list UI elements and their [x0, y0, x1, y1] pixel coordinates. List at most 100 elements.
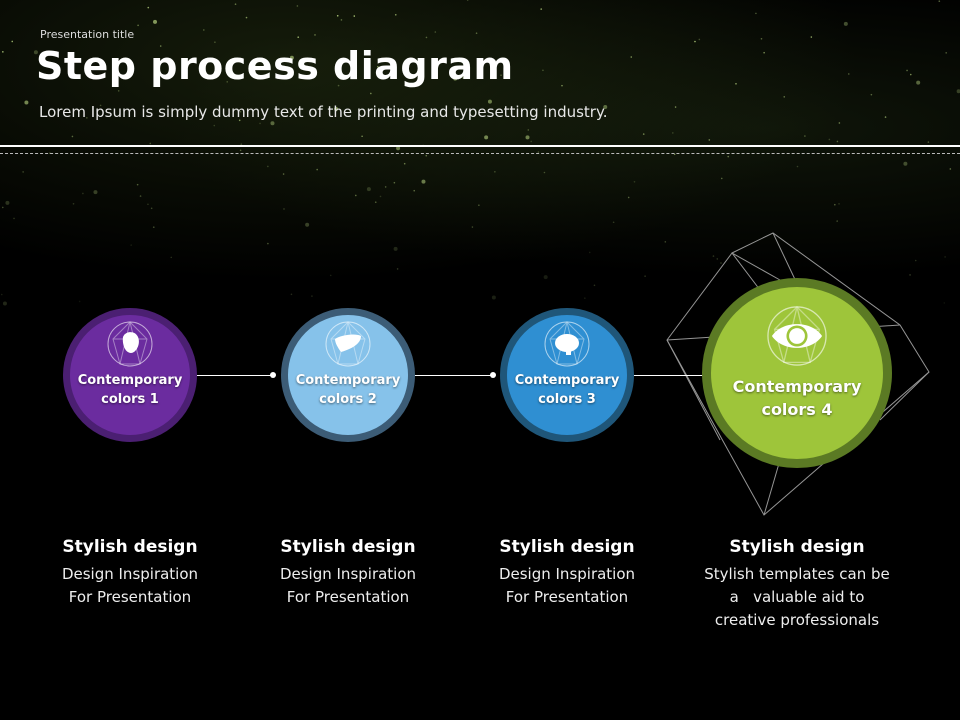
star — [2, 51, 4, 53]
step-description-4: Stylish design Stylish templates can be a… — [697, 535, 897, 632]
star — [836, 140, 839, 143]
star — [267, 242, 269, 245]
star — [716, 258, 719, 260]
star — [147, 203, 149, 206]
star — [159, 45, 162, 47]
star — [340, 19, 343, 21]
star — [149, 142, 152, 145]
star — [796, 165, 799, 168]
step-heading: Stylish design — [280, 537, 416, 557]
star — [720, 177, 723, 180]
step-text-line2: a valuable aid to — [729, 588, 865, 606]
star — [593, 284, 596, 287]
star — [674, 106, 677, 108]
star — [384, 186, 387, 188]
star — [870, 93, 873, 96]
star — [664, 241, 667, 243]
star — [239, 110, 242, 113]
presentation-title: Presentation title — [40, 28, 135, 41]
step-label-line2: colors 3 — [538, 392, 596, 407]
heart-icon — [107, 321, 153, 367]
star — [540, 8, 543, 10]
star — [139, 195, 142, 197]
star — [487, 99, 492, 104]
star — [33, 50, 38, 55]
step-label-line2: colors 4 — [761, 400, 833, 419]
star — [783, 96, 786, 98]
star — [712, 255, 715, 257]
star — [909, 73, 912, 76]
step-text-line2: For Presentation — [505, 588, 629, 606]
star — [396, 146, 401, 151]
star — [630, 56, 633, 58]
star — [153, 19, 158, 24]
step-label-line2: colors 1 — [101, 392, 159, 407]
star — [226, 81, 229, 83]
star — [956, 89, 960, 94]
step-text-line3: creative professionals — [714, 611, 880, 629]
star — [296, 5, 299, 7]
star — [238, 119, 241, 122]
star — [527, 129, 530, 131]
step-text-line1: Stylish templates can be — [704, 565, 890, 583]
star — [290, 293, 293, 296]
star — [282, 173, 285, 175]
liver-icon — [325, 321, 371, 367]
star — [152, 226, 155, 228]
star — [13, 217, 15, 220]
star — [170, 256, 173, 259]
star — [413, 189, 416, 192]
connector-3-4 — [633, 375, 706, 376]
star — [316, 168, 318, 171]
star — [708, 139, 711, 141]
star — [500, 74, 502, 77]
subtitle: Lorem Ipsum is simply dummy text of the … — [39, 103, 608, 121]
star — [698, 38, 701, 41]
star — [694, 40, 696, 43]
star — [329, 274, 332, 277]
star — [763, 51, 765, 54]
star — [425, 36, 428, 39]
star — [543, 171, 546, 174]
star — [72, 203, 75, 205]
star — [137, 24, 139, 27]
star — [393, 246, 398, 251]
step-heading: Stylish design — [729, 537, 865, 557]
star — [914, 259, 917, 262]
star — [239, 149, 242, 152]
star — [945, 52, 947, 54]
star — [906, 69, 908, 72]
star — [393, 181, 396, 184]
star — [245, 16, 248, 19]
step-circle-1: Contemporary colors 1 — [63, 308, 197, 442]
star — [270, 121, 275, 126]
star — [117, 90, 120, 92]
star — [543, 275, 548, 280]
starfield-background — [0, 0, 960, 320]
star — [633, 180, 636, 183]
star — [903, 161, 908, 166]
brain-icon — [544, 321, 590, 367]
star — [353, 15, 356, 17]
star — [838, 203, 840, 205]
star — [804, 135, 806, 137]
star — [240, 143, 243, 145]
star — [561, 84, 563, 87]
star — [259, 122, 261, 125]
star — [836, 220, 838, 222]
connector-1-2 — [196, 375, 274, 376]
star — [944, 256, 946, 258]
star — [760, 37, 763, 40]
star — [720, 262, 722, 264]
step-label-line1: Contemporary — [77, 373, 183, 388]
star — [99, 104, 102, 107]
star — [213, 124, 216, 127]
step-heading: Stylish design — [62, 537, 198, 557]
star — [47, 53, 49, 56]
star — [234, 3, 237, 5]
star — [334, 107, 339, 112]
star — [214, 41, 216, 43]
star — [584, 297, 586, 299]
